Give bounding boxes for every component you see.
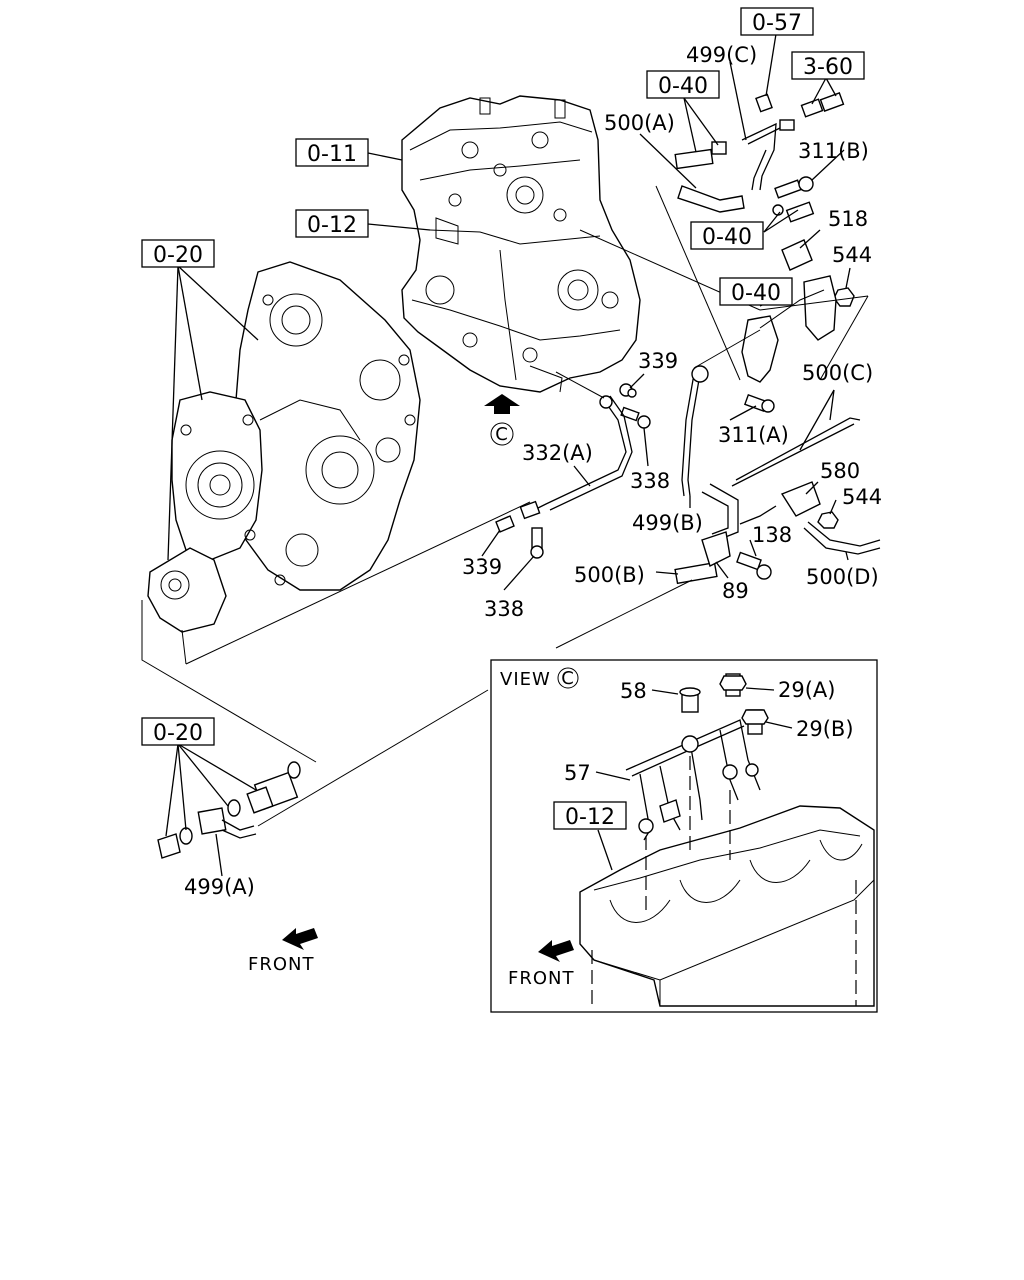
label-338-top: 338 [630,469,670,493]
front-arrow-left: FRONT [248,928,318,975]
ref-box-0-40-middle: 0-40 [690,221,764,250]
label-89: 89 [722,579,749,603]
svg-text:0-40: 0-40 [702,225,752,250]
svg-text:FRONT: FRONT [248,954,315,975]
ref-box-0-40-bracket: 0-40 [719,277,793,306]
label-499b: 499(B) [632,511,703,535]
part-labels: 499(C) 500(A) 311(B) 518 544 500(C) 339 … [184,43,882,899]
svg-text:FRONT: FRONT [508,968,575,989]
svg-text:0-20: 0-20 [153,721,203,746]
label-499a: 499(A) [184,875,255,899]
view-c-inset: VIEW C [490,659,878,1013]
label-138: 138 [752,523,792,547]
svg-text:0-57: 0-57 [752,11,802,36]
label-332a: 332(A) [522,441,593,465]
engine-block-drawing [401,95,641,393]
label-311a: 311(A) [718,423,789,447]
lower-left-fittings-drawing [157,761,301,859]
ref-box-3-60: 3-60 [791,51,865,80]
label-339-bottom: 339 [462,555,502,579]
ref-box-0-12: 0-12 [295,209,369,238]
label-500a: 500(A) [604,111,675,135]
timing-cover-drawing [231,261,421,591]
leader-lines [141,33,869,877]
svg-text:C: C [495,424,509,445]
reference-boxes: 0-57 3-60 0-40 0-11 0-12 0-40 0-40 0-20 [141,7,865,746]
svg-text:0-20: 0-20 [153,243,203,268]
label-500d: 500(D) [806,565,879,589]
label-544-bottom: 544 [842,485,882,509]
svg-text:0-40: 0-40 [658,74,708,99]
label-499c: 499(C) [686,43,757,67]
label-58: 58 [620,679,647,703]
label-338-bottom: 338 [484,597,524,621]
label-580: 580 [820,459,860,483]
label-57: 57 [564,761,591,785]
svg-text:3-60: 3-60 [803,55,853,80]
label-544-top: 544 [832,243,872,267]
view-c-marker: C [484,394,520,446]
svg-text:0-12: 0-12 [565,805,615,830]
ref-box-0-20-bottom: 0-20 [141,717,215,746]
label-518: 518 [828,207,868,231]
svg-text:0-40: 0-40 [731,281,781,306]
label-339-top: 339 [638,349,678,373]
ref-box-0-11: 0-11 [295,138,369,167]
ref-box-0-12-view: 0-12 [553,801,627,830]
label-500c: 500(C) [802,361,873,385]
label-311b: 311(B) [798,139,869,163]
label-500b: 500(B) [574,563,645,587]
svg-text:0-12: 0-12 [307,213,357,238]
upper-piping-drawing [495,92,881,585]
ref-box-0-40: 0-40 [646,70,720,99]
label-29a: 29(A) [778,678,835,702]
front-arrow-view: FRONT [508,940,575,989]
ref-box-0-57: 0-57 [740,7,814,36]
svg-text:0-11: 0-11 [307,142,357,167]
pump-drawing [147,391,263,633]
ref-box-0-20-top: 0-20 [141,239,215,268]
view-title: VIEW [500,669,551,690]
label-29b: 29(B) [796,717,854,741]
view-title-marker: C [561,668,575,689]
